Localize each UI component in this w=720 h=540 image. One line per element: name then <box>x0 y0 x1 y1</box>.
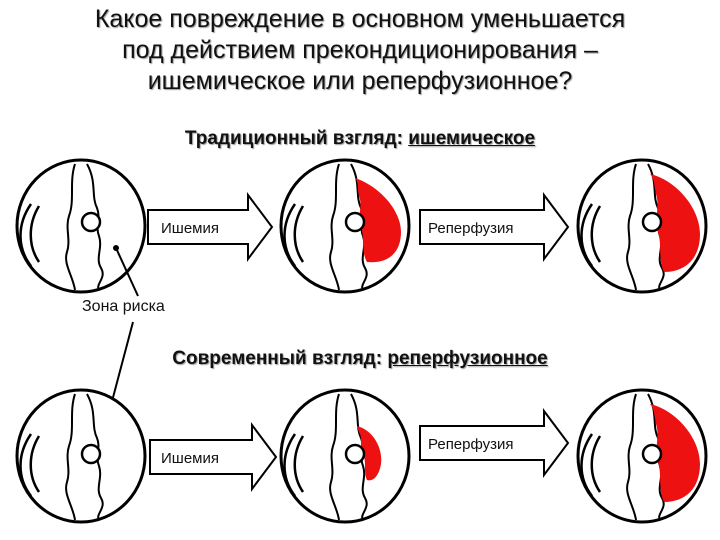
arrow-traditional-reperfusion-label: Реперфузия <box>428 220 514 237</box>
title-line-3: ишемическое или реперфузионное? <box>147 67 573 95</box>
modern-view-label: Современный взгляд: <box>172 348 383 369</box>
infarct-area <box>357 426 382 481</box>
risk-zone-pointer-upper <box>115 247 139 297</box>
arrow-traditional-reperfusion: Реперфузия <box>419 192 570 262</box>
title-line-2: под действием прекондиционирования – <box>122 36 598 64</box>
risk-zone-dot-upper <box>113 245 119 251</box>
arrow-modern-reperfusion: Реперфузия <box>419 408 570 478</box>
page-title: Какое повреждение в основном уменьшается… <box>0 4 720 97</box>
arrow-traditional-ischemia-label: Ишемия <box>161 220 219 237</box>
modern-view-heading: Современный взгляд: реперфузионное <box>0 348 720 370</box>
arrow-modern-ischemia-label: Ишемия <box>161 450 219 467</box>
modern-view-answer: реперфузионное <box>387 348 548 369</box>
heart-modern-ischemia <box>279 388 411 524</box>
arrow-traditional-ischemia: Ишемия <box>147 192 274 262</box>
traditional-view-label: Традиционный взгляд: <box>184 128 403 149</box>
heart-traditional-reperfusion <box>576 158 708 294</box>
infarct-area <box>650 404 700 502</box>
arrow-modern-ischemia: Ишемия <box>149 422 278 492</box>
heart-traditional-ischemia <box>279 158 411 294</box>
infarct-area <box>650 174 700 272</box>
heart-modern-reperfusion <box>576 388 708 524</box>
arrow-modern-reperfusion-label: Реперфузия <box>428 436 514 453</box>
title-line-1: Какое повреждение в основном уменьшается <box>94 5 626 33</box>
heart-traditional-baseline <box>15 158 147 294</box>
infarct-area <box>355 178 401 263</box>
traditional-view-heading: Традиционный взгляд: ишемическое <box>0 128 720 150</box>
traditional-view-answer: ишемическое <box>408 128 536 149</box>
heart-modern-baseline <box>15 388 147 524</box>
risk-zone-label: Зона риска <box>82 298 165 315</box>
